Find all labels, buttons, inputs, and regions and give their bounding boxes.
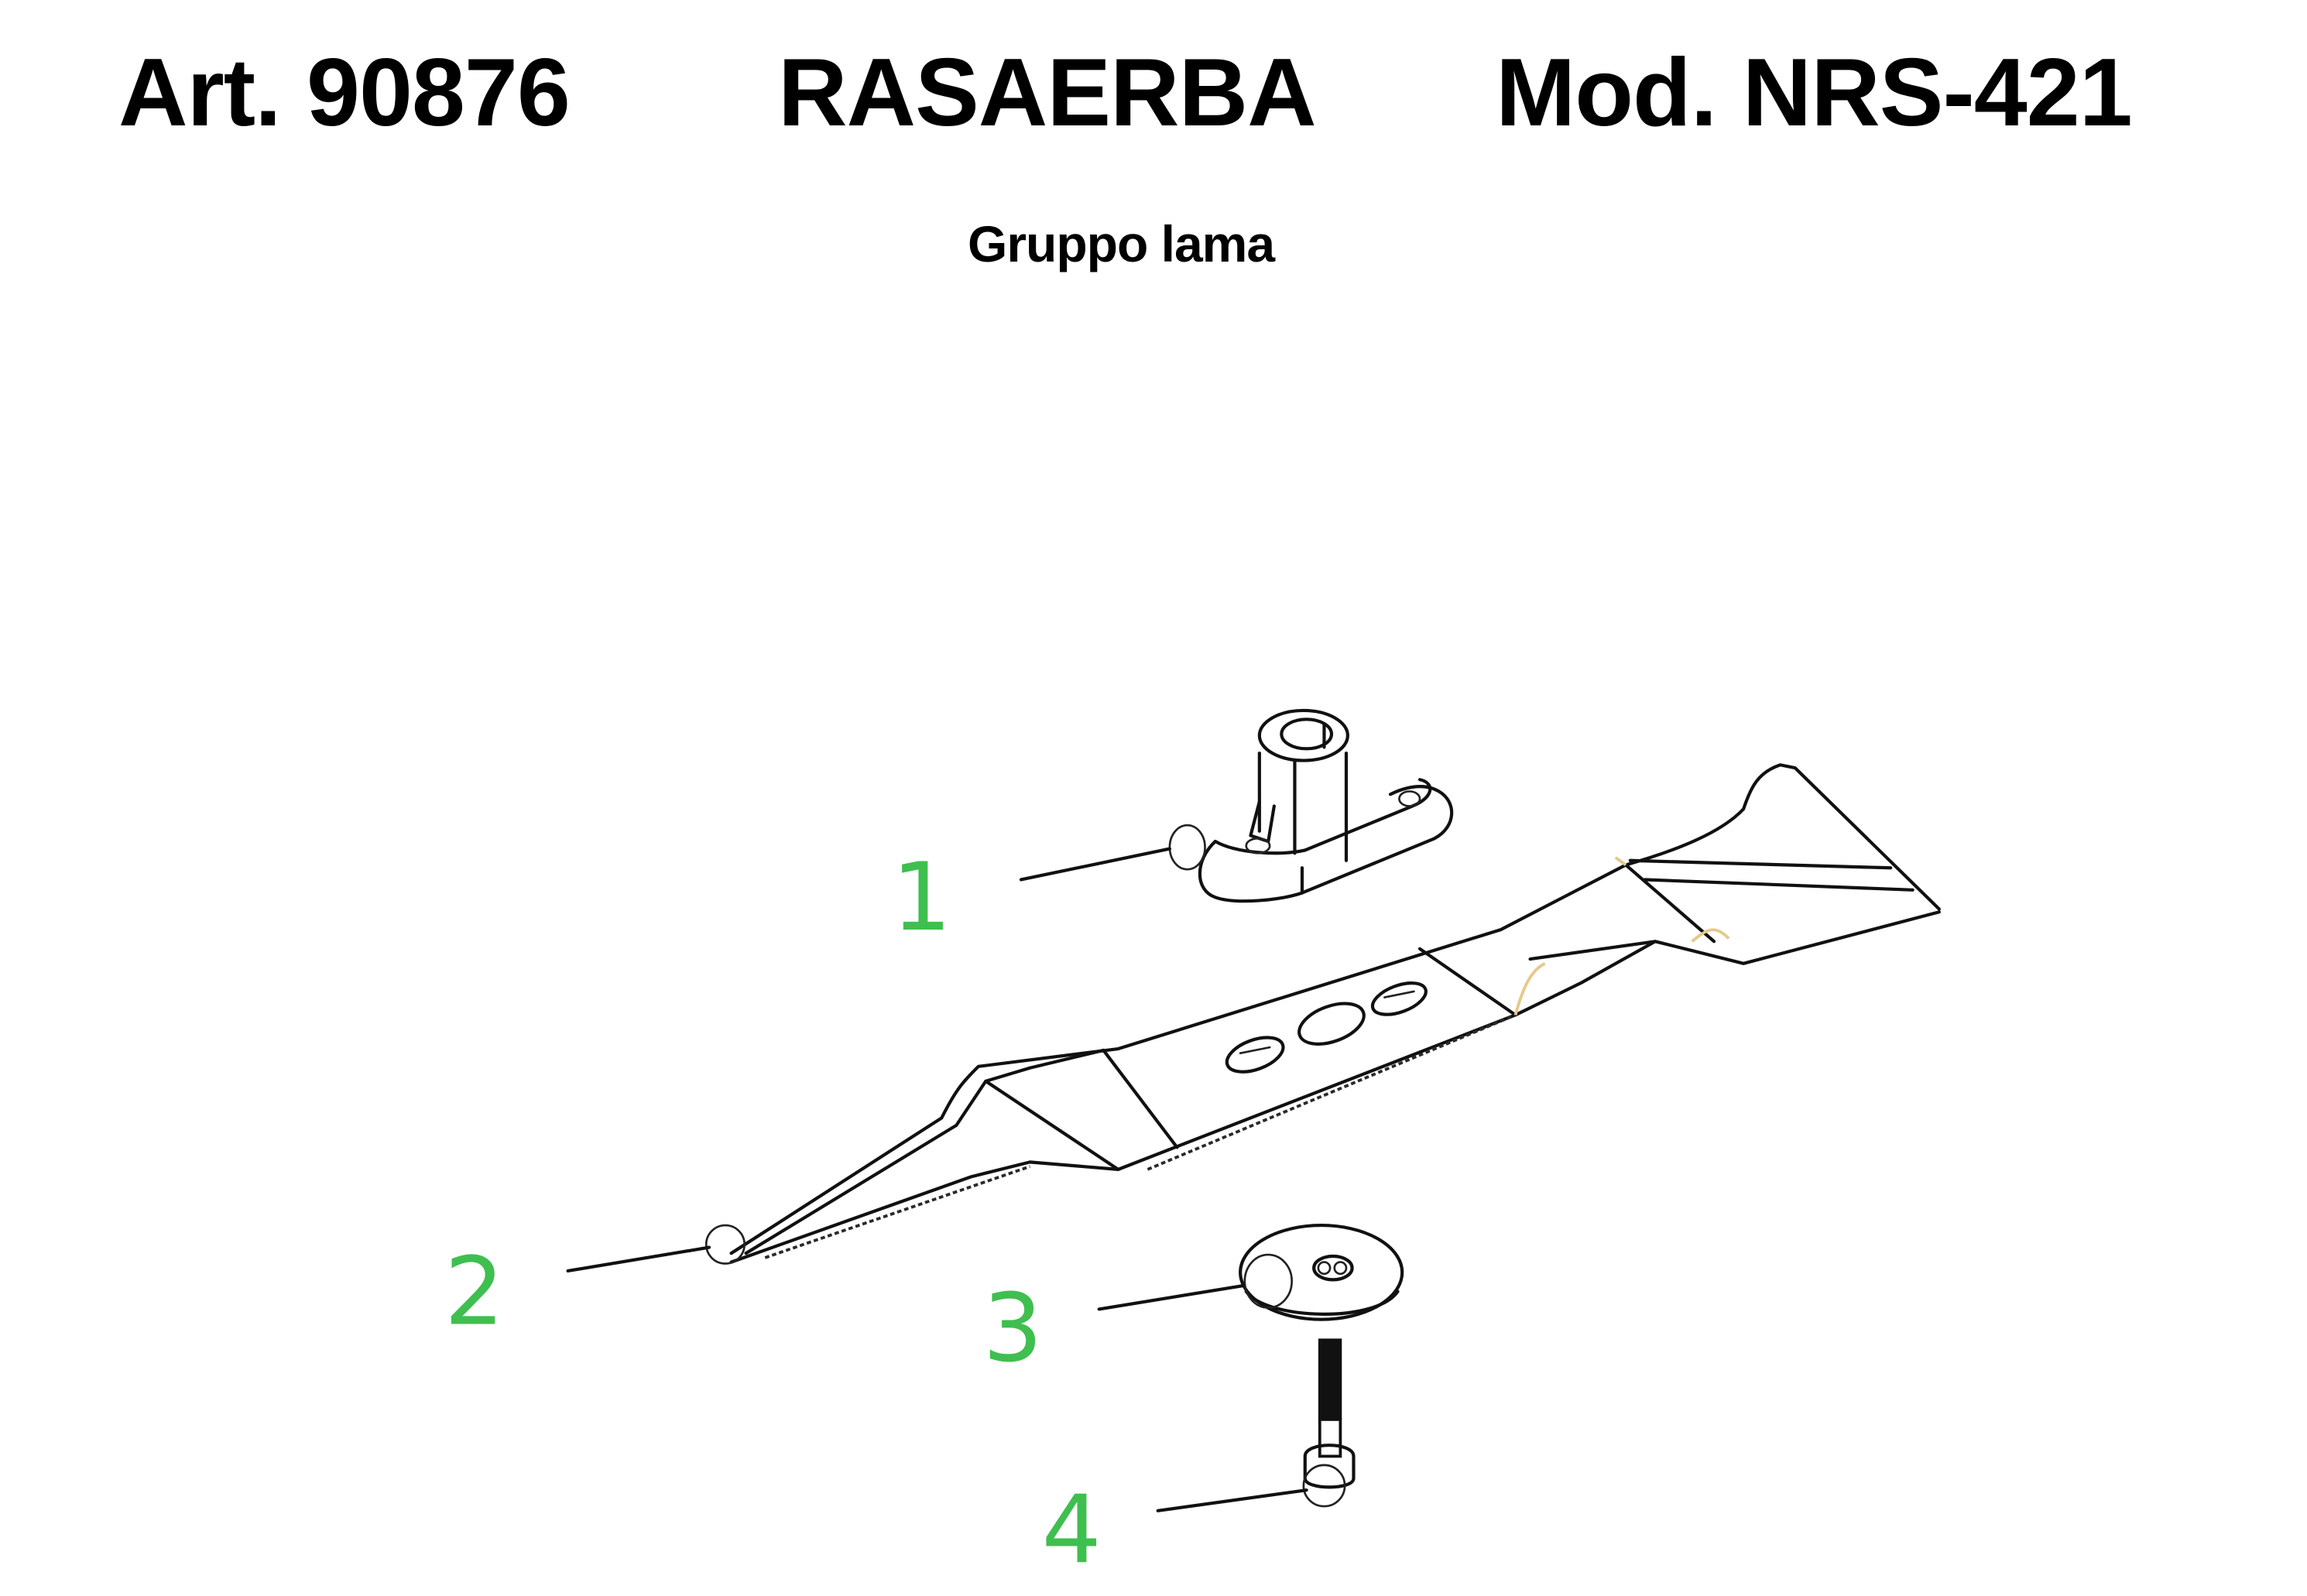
bolt-drawing — [1156, 1338, 1356, 1512]
callout-4: 4 — [1042, 1474, 1102, 1584]
article-number: Art. 90876 — [118, 39, 571, 146]
blade-drawing — [566, 763, 1941, 1273]
product-name: RASAERBA — [778, 39, 1317, 146]
blade-adapter-hub-drawing — [1019, 708, 1454, 903]
callout-3: 3 — [983, 1273, 1043, 1383]
washer-drawing — [1097, 1223, 1404, 1321]
callout-2: 2 — [444, 1236, 504, 1346]
section-subtitle: Gruppo lama — [968, 215, 1275, 272]
model-number: Mod. NRS-421 — [1496, 39, 2133, 146]
callout-1: 1 — [892, 842, 951, 952]
